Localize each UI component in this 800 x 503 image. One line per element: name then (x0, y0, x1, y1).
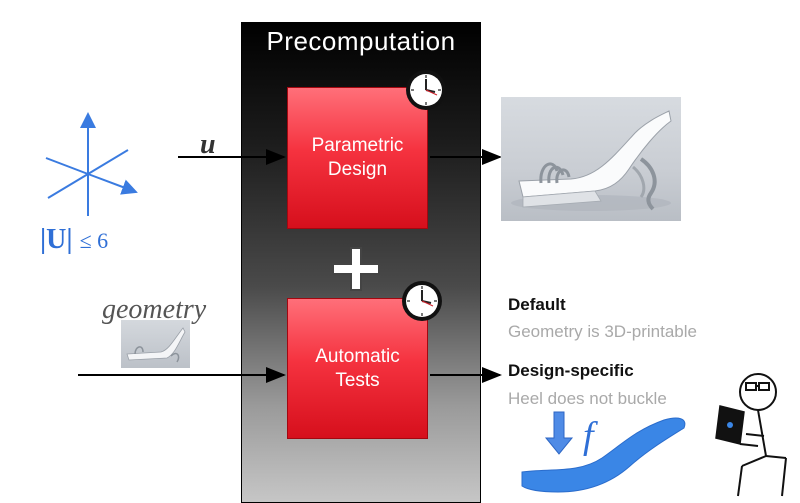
design-specific-description: Heel does not buckle (508, 389, 667, 408)
default-tests-description: Geometry is 3D-printable (508, 322, 697, 341)
axes-icon (45, 112, 138, 216)
box-label-line2: Tests (335, 369, 380, 391)
box-label-line1: Parametric (311, 135, 404, 156)
automatic-tests-box: Automatic Tests (287, 298, 428, 439)
box-label-line1: Automatic (315, 345, 400, 367)
deformed-heel-shape (521, 417, 686, 493)
shoe-render-small (126, 327, 186, 363)
down-arrow-icon (544, 411, 574, 455)
box-label-line2: Design (327, 159, 388, 180)
clock-icon (406, 70, 446, 110)
shoe-render-large (511, 110, 672, 211)
shoe-thumbnail (121, 320, 190, 368)
u-bound-label: |U| ≤ 6 (40, 224, 108, 256)
clock-icon (402, 281, 442, 321)
stick-figure-laptop-icon (715, 373, 787, 497)
plus-icon (332, 247, 380, 291)
design-specific-heading: Design-specific (508, 361, 634, 380)
force-symbol: f (583, 415, 594, 457)
panel-title: Precomputation (266, 26, 456, 56)
shoe-render (501, 97, 681, 221)
parametric-design-box: Parametric Design (287, 87, 428, 229)
default-tests-heading: Default (508, 295, 566, 314)
u-bound-relation: ≤ 6 (79, 228, 109, 253)
geometry-label: geometry (102, 294, 207, 325)
heel-buckling-illustration (521, 411, 686, 493)
u-variable-label: u (200, 129, 216, 160)
u-cardinality: |U| (40, 224, 73, 255)
